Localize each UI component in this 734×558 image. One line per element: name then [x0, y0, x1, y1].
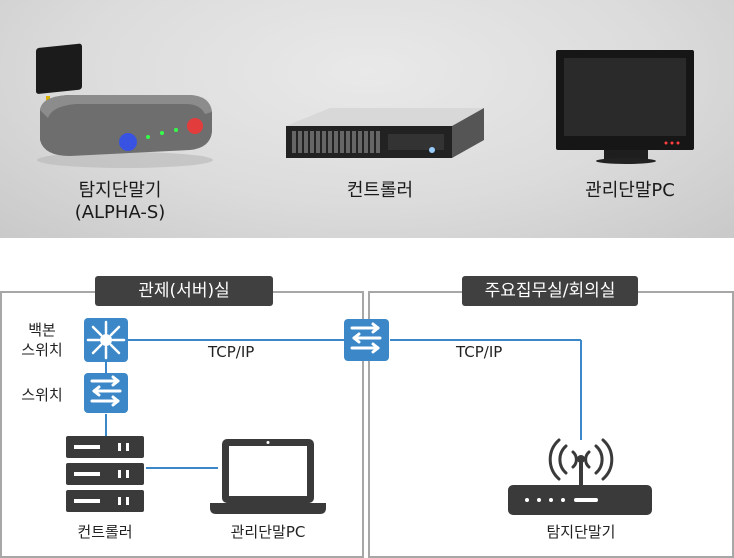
backbone-label-line2: 스위치 [21, 341, 63, 359]
center-switch-icon [344, 319, 389, 361]
device-caption-detector: 탐지단말기 (ALPHA-S) [60, 180, 180, 224]
backbone-switch-icon [84, 318, 128, 362]
device-sub-name: (ALPHA-S) [74, 202, 166, 223]
panel-title-control-room: 관제(서버)실 [95, 276, 273, 306]
wireless-detector-icon [508, 438, 652, 515]
device-name: 탐지단말기 [78, 180, 162, 201]
controller-icon [66, 436, 144, 512]
backbone-switch-label: 백본 스위치 [14, 320, 70, 360]
detector-label: 탐지단말기 [546, 523, 616, 541]
switch-label: 스위치 [21, 386, 63, 404]
tcpip-label-right: TCP/IP [456, 343, 503, 361]
pc-label: 관리단말PC [230, 523, 306, 541]
panel-title-office: 주요집무실/회의실 [462, 276, 638, 306]
laptop-icon [210, 439, 326, 514]
device-caption-pc: 관리단말PC [585, 180, 675, 201]
switch-icon [84, 373, 128, 413]
management-pc-image [556, 50, 694, 164]
controller-label: 컨트롤러 [77, 523, 133, 541]
controller-server-image [286, 108, 484, 158]
product-banner: 탐지단말기 (ALPHA-S) 컨트롤러 관리단말PC [0, 0, 734, 238]
tcpip-label-left: TCP/IP [208, 343, 255, 361]
product-illustrations [36, 43, 694, 168]
detector-device-image [36, 43, 213, 168]
device-caption-controller: 컨트롤러 [346, 180, 414, 201]
backbone-label-line1: 백본 [28, 321, 56, 339]
